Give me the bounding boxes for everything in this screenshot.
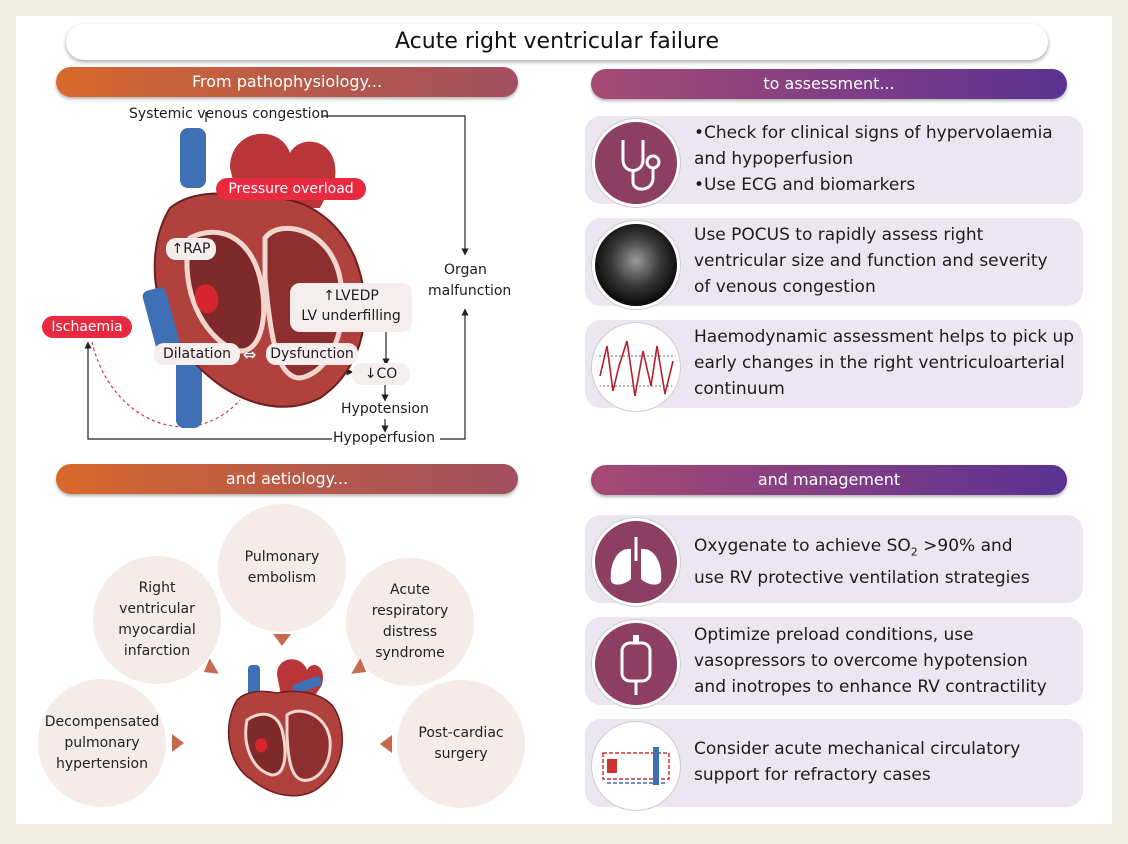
ecg-waveform-image: [592, 323, 680, 411]
label-systemic-venous-congestion: Systemic venous congestion: [129, 106, 329, 122]
small-heart-illustration: [227, 659, 343, 797]
label-hypoperfusion: Hypoperfusion: [333, 430, 435, 446]
header-management: and management: [591, 465, 1067, 495]
arrow-pointer-pcs: [380, 735, 392, 753]
assessment-clinical-text: •Check for clinical signs of hypervolaem…: [694, 123, 1053, 195]
header-aetiology: and aetiology...: [56, 464, 518, 494]
label-rap: ↑RAP: [166, 238, 216, 260]
label-organ: Organ: [444, 262, 487, 278]
arrow-pointer-down: [273, 634, 291, 646]
stethoscope-icon: [592, 119, 680, 207]
header-assessment: to assessment...: [591, 69, 1067, 99]
assessment-pocus-text: Use POCUS to rapidly assess right ventri…: [694, 225, 1048, 297]
arrow-pointer-dph: [172, 734, 184, 752]
circulatory-support-device-image: [592, 722, 680, 810]
header-pathophysiology: From pathophysiology...: [56, 67, 518, 97]
label-lvedp-box: ↑LVEDP LV underfilling: [290, 283, 412, 332]
label-co: ↓CO: [352, 363, 410, 385]
echocardiogram-image: [592, 221, 680, 309]
label-dysfunction: Dysfunction: [266, 343, 358, 365]
management-mcs-text: Consider acute mechanical circulatory su…: [694, 739, 1021, 785]
double-arrow-icon: ⇔: [243, 345, 257, 364]
iv-bag-icon: [592, 620, 680, 708]
label-hypotension: Hypotension: [341, 401, 429, 417]
page-title: Acute right ventricular failure: [66, 24, 1048, 60]
label-pressure-overload: Pressure overload: [216, 178, 366, 200]
management-preload-text: Optimize preload conditions, use vasopre…: [694, 625, 1047, 697]
management-oxygen-text: Oxygenate to achieve SO2 >90% and use RV…: [694, 536, 1030, 589]
assessment-haemodynamic-text: Haemodynamic assessment helps to pick up…: [694, 327, 1075, 399]
label-malfunction: malfunction: [428, 283, 512, 299]
label-dilatation: Dilatation: [154, 343, 240, 365]
lungs-icon: [592, 518, 680, 606]
label-ischaemia: Ischaemia: [42, 316, 132, 338]
